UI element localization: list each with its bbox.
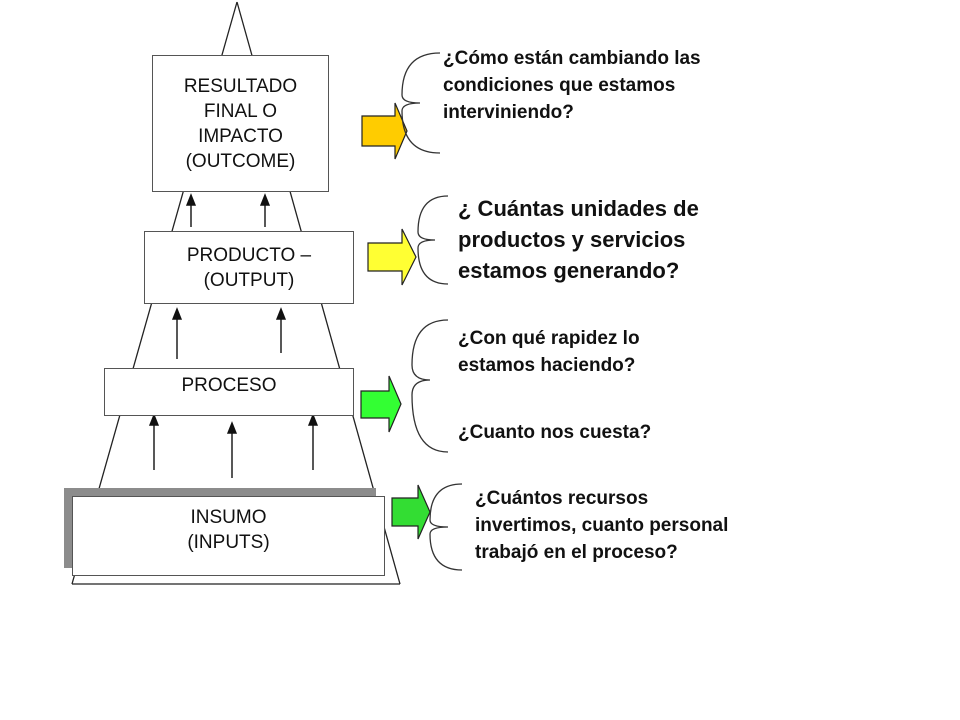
input-label: INSUMO (INPUTS) bbox=[187, 507, 270, 553]
outcome-label: RESULTADO FINAL O IMPACTO (OUTCOME) bbox=[183, 75, 298, 172]
outcome-brace bbox=[401, 52, 441, 154]
process-block-arrow bbox=[360, 375, 402, 433]
process-cost-question: ¿Cuanto nos cuesta? bbox=[458, 422, 652, 443]
output-question: ¿ Cuántas unidades de productos y servic… bbox=[458, 196, 699, 283]
process-label: PROCESO bbox=[181, 375, 277, 396]
input-box: INSUMO (INPUTS) bbox=[72, 496, 385, 576]
input-block-arrow bbox=[391, 484, 431, 540]
input-brace bbox=[429, 483, 463, 571]
output-box: PRODUCTO – (OUTPUT) bbox=[144, 231, 354, 304]
process-speed-question: ¿Con qué rapidez lo estamos haciendo? bbox=[458, 328, 640, 376]
process-brace bbox=[411, 319, 449, 453]
process-box: PROCESO bbox=[104, 368, 354, 416]
up-arrows-input-to-process bbox=[148, 413, 319, 478]
outcome-box: RESULTADO FINAL O IMPACTO (OUTCOME) bbox=[152, 55, 329, 192]
output-label: PRODUCTO – (OUTPUT) bbox=[186, 244, 312, 291]
outcome-block-arrow bbox=[361, 102, 408, 160]
up-arrows-process-to-output bbox=[171, 307, 287, 359]
input-question: ¿Cuántos recursos invertimos, cuanto per… bbox=[475, 488, 729, 563]
up-arrows-output-to-outcome bbox=[185, 193, 271, 227]
outcome-question: ¿Cómo están cambiando las condiciones qu… bbox=[443, 48, 701, 123]
output-block-arrow bbox=[367, 228, 417, 286]
output-brace bbox=[417, 195, 449, 285]
